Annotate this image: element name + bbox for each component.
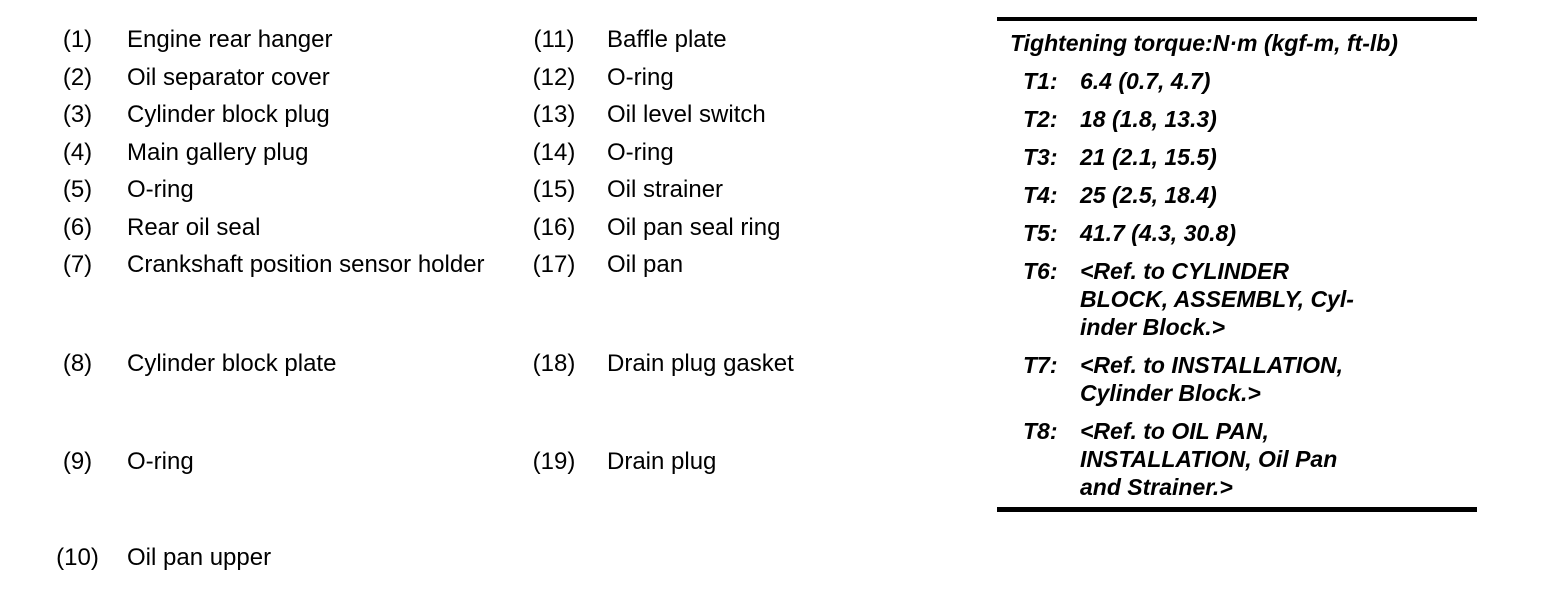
part-label: O-ring (127, 176, 194, 203)
part-item-19: (19) Drain plug (530, 448, 717, 476)
torque-value: 21 (2.1, 15.5) (1080, 144, 1217, 170)
part-label: Oil pan (607, 251, 684, 278)
torque-row-t5: T5: 41.7 (4.3, 30.8) (997, 219, 1477, 247)
part-label: Rear oil seal (127, 214, 261, 241)
torque-label: T5: (1023, 220, 1058, 246)
part-label: Oil level switch (607, 101, 766, 128)
part-number: (1) (62, 26, 93, 53)
part-number: (6) (62, 214, 93, 241)
part-label: Main gallery plug (127, 139, 309, 166)
part-item-17: (17) Oil pan (530, 251, 683, 279)
torque-row-t3: T3: 21 (2.1, 15.5) (997, 143, 1477, 171)
part-label: Drain plug (607, 448, 717, 475)
part-number: (10) (56, 544, 99, 571)
part-number: (3) (62, 101, 93, 128)
part-number: (4) (62, 139, 93, 166)
part-item-2: (2) Oil separator cover (53, 64, 330, 92)
part-number: (7) (62, 251, 93, 278)
torque-label: T2: (1023, 106, 1058, 132)
part-label: Oil pan upper (127, 544, 272, 571)
part-item-10: (10) Oil pan upper (53, 544, 271, 572)
part-number: (17) (532, 251, 576, 278)
torque-value: 6.4 (0.7, 4.7) (1080, 68, 1211, 94)
part-item-16: (16) Oil pan seal ring (530, 214, 781, 242)
part-item-3: (3) Cylinder block plug (53, 101, 330, 129)
part-number: (9) (62, 448, 93, 475)
part-label: Crankshaft position sensor holder (127, 251, 485, 278)
part-number: (11) (533, 26, 575, 53)
part-item-13: (13) Oil level switch (530, 101, 766, 129)
torque-value: 41.7 (4.3, 30.8) (1080, 220, 1236, 246)
part-label: Drain plug gasket (607, 350, 794, 377)
part-label: Cylinder block plate (127, 350, 337, 377)
part-item-11: (11) Baffle plate (530, 26, 727, 54)
torque-label: T7: (1023, 352, 1058, 378)
part-label: Oil strainer (607, 176, 724, 203)
torque-row-t6: T6: <Ref. to CYLINDER BLOCK, ASSEMBLY, C… (997, 257, 1477, 341)
torque-value: 18 (1.8, 13.3) (1080, 106, 1217, 132)
part-number: (18) (532, 350, 576, 377)
part-item-4: (4) Main gallery plug (53, 139, 309, 167)
part-item-1: (1) Engine rear hanger (53, 26, 333, 54)
torque-value: <Ref. to OIL PAN, INSTALLATION, Oil Pan … (1080, 418, 1338, 500)
torque-value: <Ref. to INSTALLATION, Cylinder Block.> (1080, 352, 1343, 406)
torque-label: T3: (1023, 144, 1058, 170)
part-item-6: (6) Rear oil seal (53, 214, 261, 242)
part-number: (2) (62, 64, 93, 91)
part-label: Engine rear hanger (127, 26, 333, 53)
torque-label: T1: (1023, 68, 1058, 94)
part-item-9: (9) O-ring (53, 448, 194, 476)
tightening-torque-table: Tightening torque:N·m (kgf-m, ft-lb) T1:… (997, 17, 1477, 512)
part-number: (12) (532, 64, 576, 91)
part-label: Cylinder block plug (127, 101, 330, 128)
part-label: O-ring (607, 139, 674, 166)
torque-row-t1: T1: 6.4 (0.7, 4.7) (997, 67, 1477, 95)
part-number: (15) (532, 176, 576, 203)
part-item-14: (14) O-ring (530, 139, 674, 167)
torque-row-t2: T2: 18 (1.8, 13.3) (997, 105, 1477, 133)
part-number: (16) (532, 214, 576, 241)
torque-table-title: Tightening torque:N·m (kgf-m, ft-lb) (1010, 30, 1398, 56)
torque-row-t4: T4: 25 (2.5, 18.4) (997, 181, 1477, 209)
part-item-15: (15) Oil strainer (530, 176, 723, 204)
part-number: (14) (532, 139, 576, 166)
part-item-18: (18) Drain plug gasket (530, 350, 794, 378)
part-number: (8) (62, 350, 93, 377)
part-item-8: (8) Cylinder block plate (53, 350, 337, 378)
part-number: (13) (532, 101, 576, 128)
torque-row-t7: T7: <Ref. to INSTALLATION, Cylinder Bloc… (997, 351, 1477, 407)
part-label: O-ring (607, 64, 674, 91)
part-item-12: (12) O-ring (530, 64, 674, 92)
torque-value: 25 (2.5, 18.4) (1080, 182, 1217, 208)
part-number: (19) (532, 448, 576, 475)
part-number: (5) (62, 176, 93, 203)
torque-label: T4: (1023, 182, 1058, 208)
torque-row-t8: T8: <Ref. to OIL PAN, INSTALLATION, Oil … (997, 417, 1477, 501)
part-label: Oil separator cover (127, 64, 330, 91)
torque-value: <Ref. to CYLINDER BLOCK, ASSEMBLY, Cyl- … (1080, 258, 1354, 340)
part-item-7: (7) Crankshaft position sensor holder (53, 251, 485, 279)
torque-label: T6: (1023, 258, 1058, 284)
part-label: Oil pan seal ring (607, 214, 781, 241)
torque-label: T8: (1023, 418, 1058, 444)
part-item-5: (5) O-ring (53, 176, 194, 204)
part-label: O-ring (127, 448, 194, 475)
part-label: Baffle plate (607, 26, 727, 53)
